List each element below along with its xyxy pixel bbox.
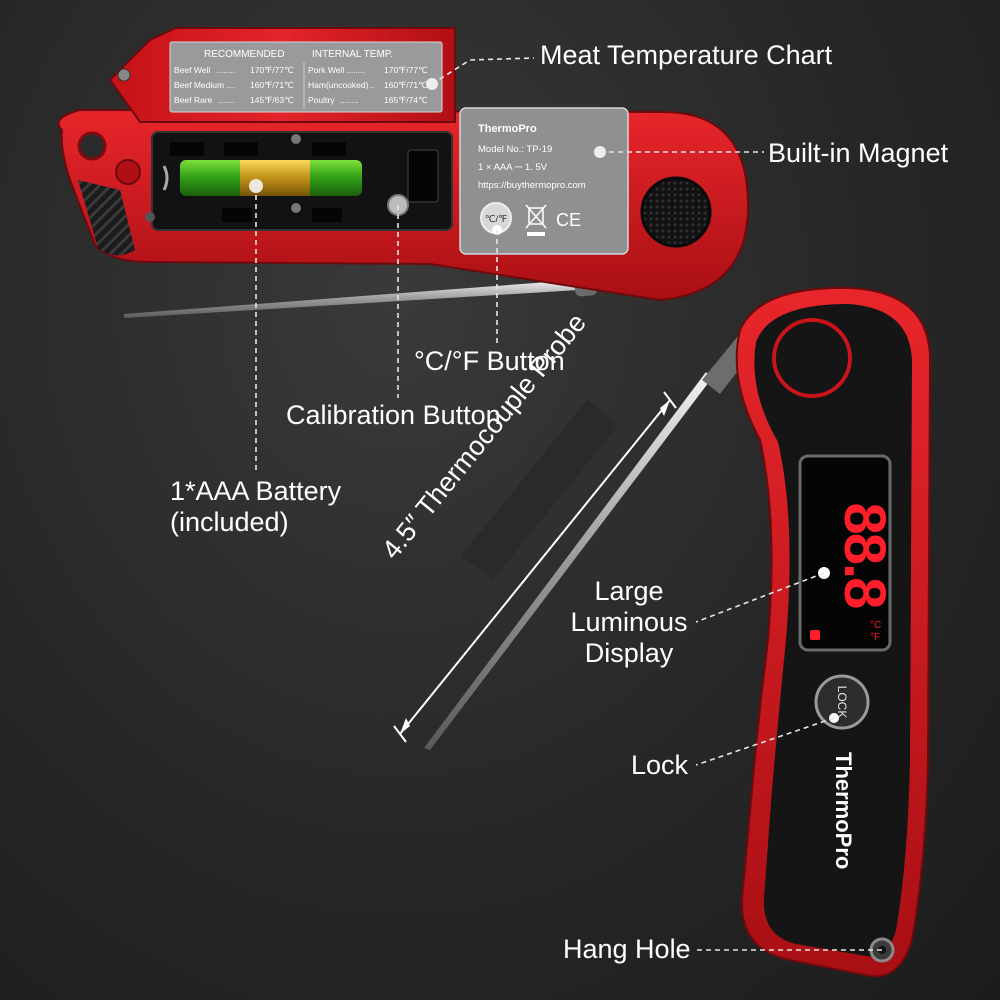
temp-row-name: Ham(uncooked)	[308, 80, 369, 90]
temp-chart-left-rows: Beef Well ........ 170℉/77℃ Beef Medium …	[174, 65, 294, 105]
temp-row-dots: ........	[340, 95, 359, 105]
temp-row-value: 145℉/63℃	[250, 95, 294, 105]
cf-button-label: ℃/℉	[485, 214, 507, 225]
label-built-in-magnet: Built-in Magnet	[768, 138, 949, 168]
label-battery: 1*AAA Battery (included)	[170, 476, 341, 538]
front-probe	[424, 372, 712, 750]
label-display-line3: Display	[584, 638, 674, 668]
weee-bin-icon	[525, 204, 547, 236]
temp-row-value: 160℉/71℃	[250, 80, 294, 90]
temp-row-name: Poultry	[308, 95, 335, 105]
front-top-ring	[772, 318, 852, 398]
led-display: 88.8 °F °C	[810, 503, 897, 643]
temp-row-value: 165℉/74℃	[384, 95, 428, 105]
display-unit-c: °C	[870, 620, 881, 631]
display-digits: 88.8	[832, 503, 897, 609]
temp-row-value: 170℉/77℃	[250, 65, 294, 75]
temp-row-value: 160℉/71℃	[384, 80, 428, 90]
label-hang-hole: Hang Hole	[563, 934, 691, 964]
spec-battery: 1 × AAA ⎓ 1. 5V	[478, 162, 548, 173]
temp-row-dots: ..	[370, 80, 375, 90]
temp-row-name: Beef Rare	[174, 95, 213, 105]
top-hang-hole	[77, 131, 107, 161]
leader-lines	[255, 57, 882, 951]
temp-row-value: 170℉/77℃	[384, 65, 428, 75]
lock-button-label: LOCK	[835, 686, 849, 719]
temp-chart-header-right: INTERNAL TEMP.	[312, 49, 393, 60]
label-display-line1: Large	[594, 576, 664, 606]
front-view-thermometer: 88.8 °F °C LOCK ThermoPro	[424, 286, 932, 978]
label-cf-button: °C/°F Button	[414, 346, 565, 376]
ce-mark: CE	[556, 210, 581, 230]
temp-row-dots: ....	[226, 80, 235, 90]
temp-chart-header-left: RECOMMENDED	[204, 49, 285, 60]
temp-row-dots: ........	[216, 65, 235, 75]
temp-row-name: Pork Well	[308, 65, 344, 75]
label-meat-temperature-chart: Meat Temperature Chart	[540, 40, 833, 70]
display-unit-f: °F	[870, 632, 880, 643]
spec-brand: ThermoPro	[478, 123, 537, 135]
display-frame	[798, 454, 892, 652]
back-view-thermometer: ThermoPro Model No.: TP-19 1 × AAA ⎓ 1. …	[57, 27, 750, 318]
magnet-mesh	[640, 176, 712, 248]
label-lock: Lock	[631, 750, 689, 780]
temp-row-dots: .......	[218, 95, 235, 105]
spec-model: Model No.: TP-19	[478, 144, 552, 155]
temp-row-dots: ........	[346, 65, 365, 75]
label-battery-line1: 1*AAA Battery	[170, 476, 342, 506]
front-brand: ThermoPro	[831, 752, 856, 869]
temp-chart-right-rows: Pork Well ........ 170℉/77℃ Ham(uncooked…	[308, 65, 428, 105]
probe-dimension	[393, 391, 677, 743]
label-display: Large Luminous Display	[566, 576, 692, 669]
label-calibration-button: Calibration Button	[286, 400, 501, 430]
spec-url: https://buythermopro.com	[478, 180, 586, 191]
label-display-line2: Luminous	[570, 607, 688, 637]
top-grip	[78, 180, 135, 256]
label-battery-line2: (included)	[170, 507, 289, 537]
top-probe	[124, 280, 578, 318]
temp-row-name: Beef Well	[174, 65, 210, 75]
temp-row-name: Beef Medium	[174, 80, 224, 90]
lock-button[interactable]	[814, 674, 870, 730]
lock-indicator-icon	[810, 630, 820, 640]
